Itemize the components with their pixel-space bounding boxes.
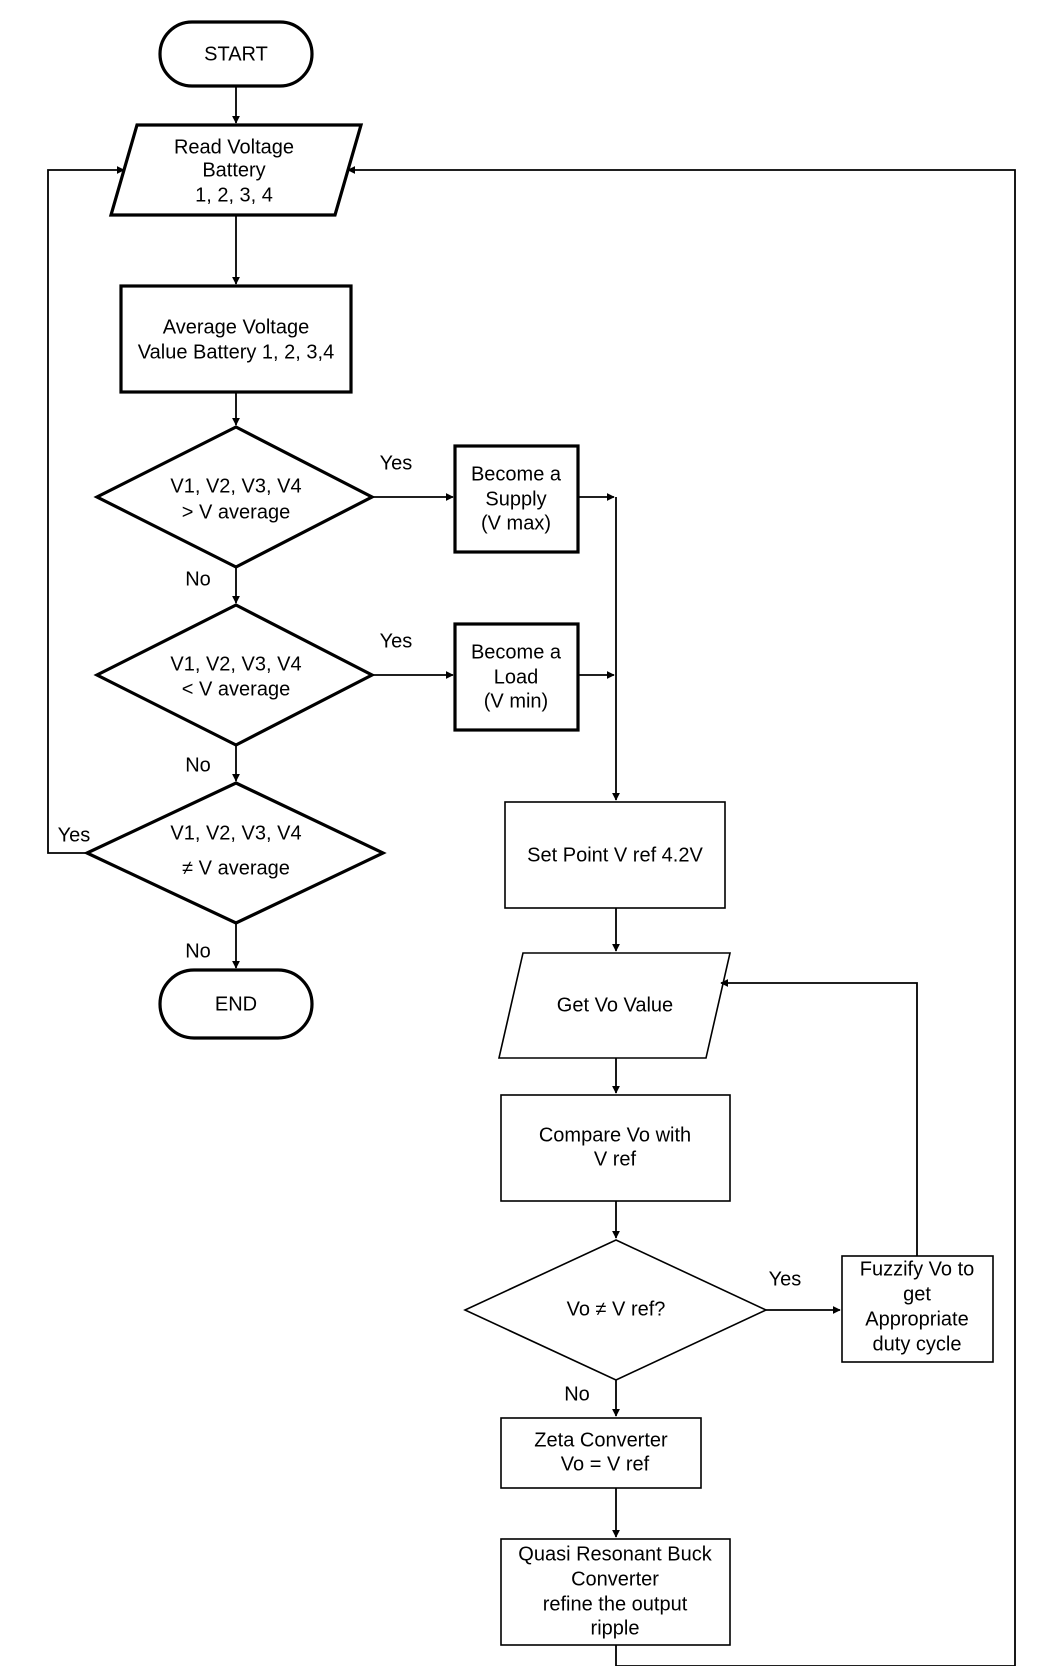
- supply-label: Supply: [485, 488, 546, 510]
- decision-not-equal-label: V1, V2, V3, V4: [170, 822, 301, 844]
- end-label: END: [215, 993, 257, 1015]
- edge-label-not-equal-no: No: [185, 940, 211, 962]
- quasi-label: Quasi Resonant Buck: [518, 1543, 712, 1565]
- edge-label-vo-no: No: [564, 1383, 590, 1405]
- end-terminal: [158, 968, 314, 1040]
- load-label: (V min): [484, 690, 548, 712]
- decision-less-label: < V average: [182, 678, 290, 700]
- get-vo-label: Get Vo Value: [557, 994, 673, 1016]
- average-voltage-label: Average Voltage: [163, 316, 309, 338]
- edge-label-greater-no: No: [185, 568, 211, 590]
- average-voltage-label: Value Battery 1, 2, 3,4: [138, 341, 334, 363]
- zeta-converter-process: [500, 1417, 702, 1489]
- load-label: Become a: [471, 641, 562, 663]
- supply-process: [453, 444, 580, 554]
- fuzzify-label: get: [903, 1283, 931, 1305]
- decision-greater-label: V1, V2, V3, V4: [170, 475, 301, 497]
- compare-vo-label: Compare Vo with: [539, 1124, 691, 1146]
- supply-label: (V max): [481, 512, 551, 534]
- load-process: [453, 622, 580, 732]
- average-voltage-process: [119, 284, 353, 394]
- fuzzify-label: Fuzzify Vo to: [860, 1258, 975, 1280]
- load-label: Load: [494, 666, 539, 688]
- fuzzify-label: Appropriate: [865, 1308, 968, 1330]
- decision-less-label: V1, V2, V3, V4: [170, 653, 301, 675]
- quasi-label: refine the output: [543, 1593, 688, 1615]
- read-voltage-input: [108, 123, 364, 217]
- connector-not-equal-yes-loop: [47, 166, 125, 854]
- read-voltage-label: Read Voltage: [174, 136, 294, 158]
- get-vo-input: [497, 952, 732, 1059]
- connector-quasi-outer-loop: [347, 166, 1016, 1666]
- edge-label-vo-yes: Yes: [769, 1268, 802, 1290]
- edge-label-less-yes: Yes: [380, 630, 413, 652]
- compare-vo-label: V ref: [594, 1148, 637, 1170]
- quasi-label: ripple: [591, 1617, 640, 1639]
- set-point-label: Set Point V ref 4.2V: [527, 844, 703, 866]
- zeta-label: Zeta Converter: [534, 1429, 668, 1451]
- decision-vo-label: Vo ≠ V ref?: [567, 1298, 666, 1320]
- connector-fuzzify-feedback: [720, 979, 918, 1256]
- fuzzify-label: duty cycle: [873, 1333, 962, 1355]
- start-label: START: [204, 43, 268, 65]
- decision-greater-label: > V average: [182, 501, 290, 523]
- supply-label: Become a: [471, 463, 562, 485]
- quasi-label: Converter: [571, 1568, 659, 1590]
- edge-label-less-no: No: [185, 754, 211, 776]
- read-voltage-label: 1, 2, 3, 4: [195, 184, 273, 206]
- compare-vo-process: [500, 1094, 731, 1202]
- decision-not-equal-label: ≠ V average: [182, 857, 290, 879]
- fuzzify-process: [841, 1255, 994, 1363]
- decision-not-equal-average: [83, 781, 387, 925]
- set-point-process: [504, 801, 726, 909]
- read-voltage-label: Battery: [202, 159, 265, 181]
- zeta-label: Vo = V ref: [561, 1453, 650, 1475]
- edge-label-not-equal-yes: Yes: [58, 824, 91, 846]
- edge-label-greater-yes: Yes: [380, 452, 413, 474]
- quasi-resonant-process: [500, 1538, 731, 1646]
